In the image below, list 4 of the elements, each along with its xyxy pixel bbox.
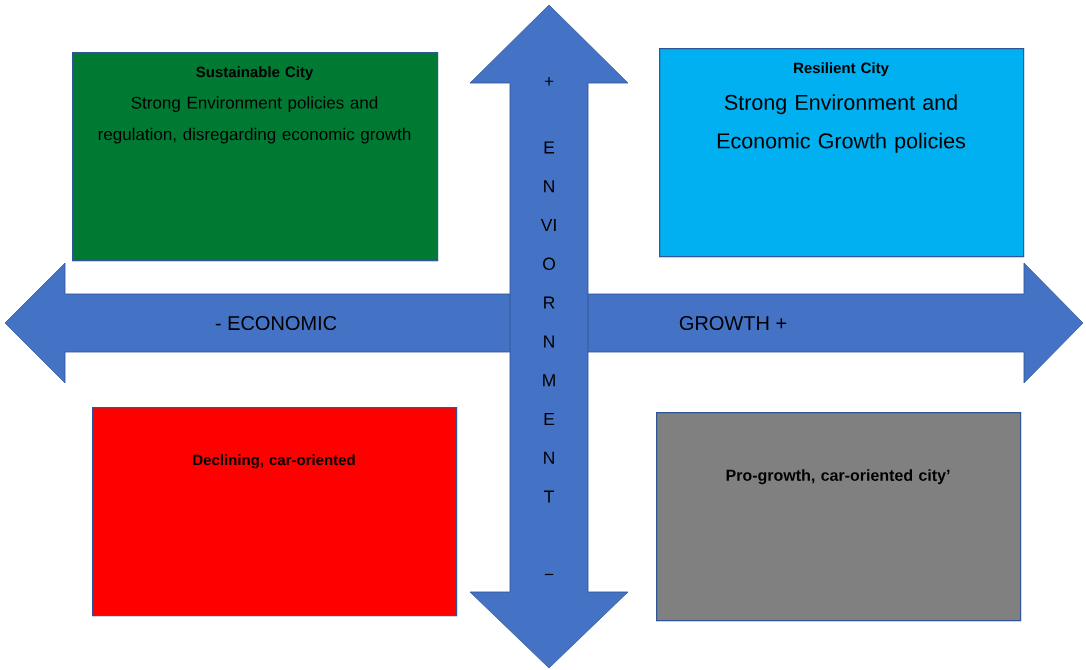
- quadrant-box: Pro-growth, car-oriented city’: [656, 412, 1022, 622]
- quadrant-box: Sustainable City Strong Environment policies and regulation, disregarding economic growth: [72, 52, 439, 262]
- quadrant-box: Declining, car-oriented: [92, 407, 458, 617]
- quadrant-box: Resilient City Strong Environment and Economic Growth policies: [659, 48, 1025, 258]
